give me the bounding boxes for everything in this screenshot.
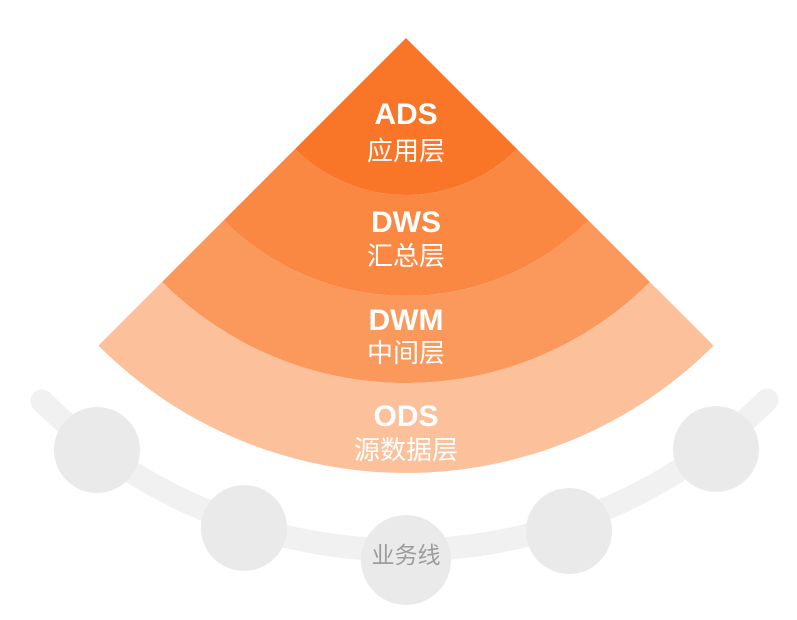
business-line-node-4 (526, 488, 612, 574)
business-line-node-3 (361, 515, 451, 605)
business-line-label: 业务线 (372, 542, 441, 568)
fan-layer-dws (223, 149, 589, 296)
fan-layer-ads (295, 38, 517, 195)
fan-layer-ods (98, 282, 714, 474)
layer-name-dwm: 中间层 (367, 338, 445, 368)
fan-layer-dwm (162, 220, 650, 384)
layer-name-dws: 汇总层 (367, 241, 445, 271)
business-line-node-5 (673, 406, 759, 492)
layer-name-ods: 源数据层 (354, 435, 458, 465)
business-line-node-1 (54, 407, 140, 493)
layer-code-dwm: DWM (369, 304, 444, 337)
business-line-node-2 (201, 485, 287, 571)
layer-code-dws: DWS (371, 206, 441, 239)
layer-code-ads: ADS (374, 98, 437, 131)
layer-code-ods: ODS (373, 400, 438, 433)
layer-name-ads: 应用层 (367, 136, 445, 166)
